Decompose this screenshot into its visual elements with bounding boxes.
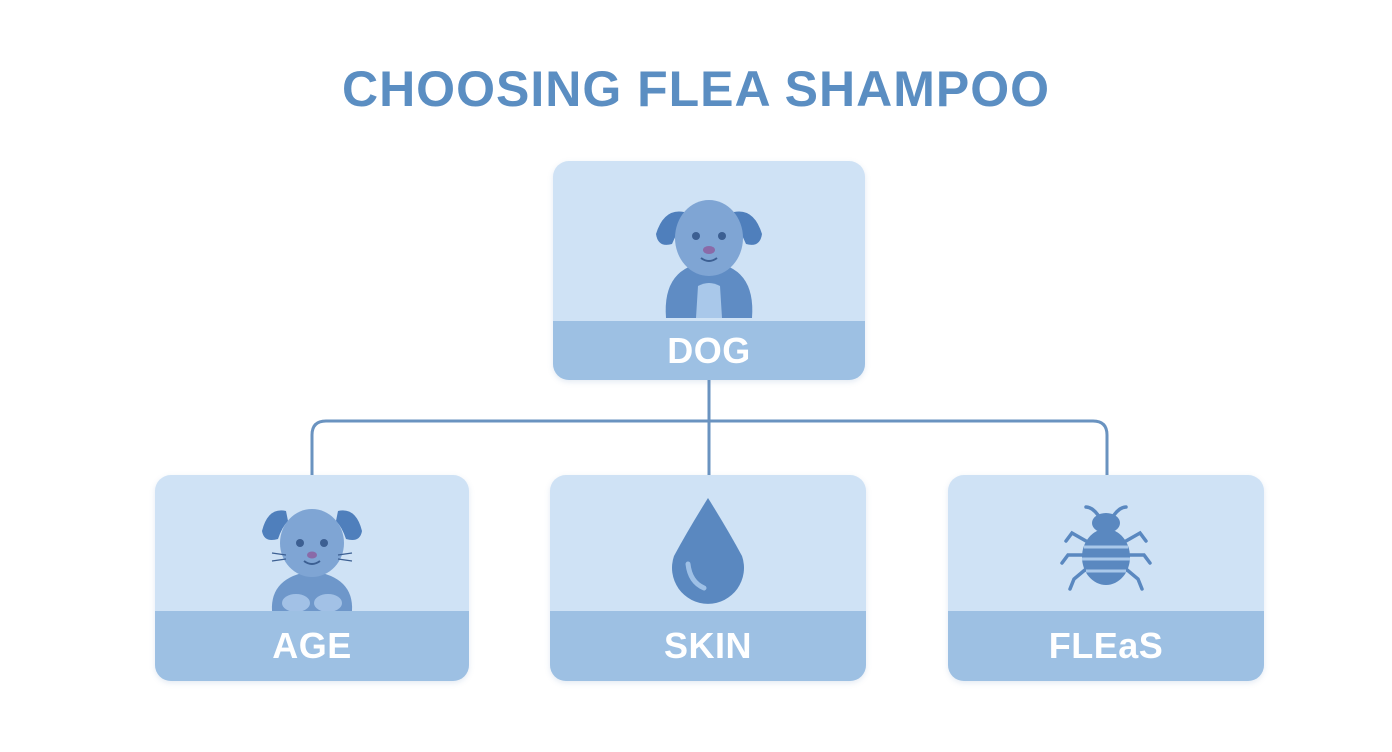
child-node-age: AGE	[155, 475, 469, 681]
child-node-fleas: FLEaS	[948, 475, 1264, 681]
child-node-label-skin: SKIN	[550, 611, 866, 681]
diagram-title: CHOOSING FLEA SHAMPOO	[341, 61, 1051, 117]
child-node-skin: SKIN	[550, 475, 866, 681]
puppy-icon	[262, 509, 362, 611]
root-node-dog: DOG	[553, 161, 865, 380]
connector-crossbar-right	[707, 419, 1109, 477]
connector-crossbar-left	[310, 419, 711, 477]
root-node-label: DOG	[553, 321, 865, 380]
water-drop-icon	[672, 498, 744, 604]
flea-bug-icon	[1060, 505, 1152, 591]
child-node-label-age: AGE	[155, 611, 469, 681]
child-node-label-fleas: FLEaS	[948, 611, 1264, 681]
dog-icon	[656, 200, 762, 318]
